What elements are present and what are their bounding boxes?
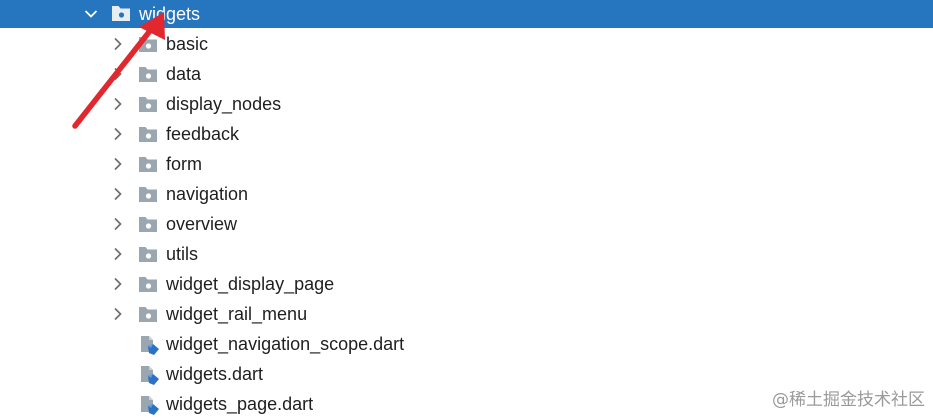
tree-row-basic[interactable]: basic — [0, 29, 933, 59]
tree-row-form[interactable]: form — [0, 149, 933, 179]
tree-row-label: widget_display_page — [166, 274, 335, 294]
folder-icon — [138, 155, 158, 173]
folder-icon — [111, 4, 131, 22]
chevron-down-icon[interactable] — [81, 4, 101, 24]
chevron-right-icon[interactable] — [108, 274, 128, 294]
folder-icon — [138, 305, 158, 323]
tree-row-label: utils — [166, 244, 199, 264]
tree-row-label: feedback — [166, 124, 240, 144]
tree-row-label: basic — [166, 34, 209, 54]
tree-row-widgets-dart[interactable]: widgets.dart — [0, 359, 933, 389]
dart-file-icon — [139, 365, 159, 385]
folder-icon — [138, 215, 158, 233]
tree-row-data[interactable]: data — [0, 59, 933, 89]
chevron-right-icon[interactable] — [108, 154, 128, 174]
tree-row-widgets-page-dart[interactable]: widgets_page.dart — [0, 389, 933, 419]
folder-icon — [138, 185, 158, 203]
tree-row-label: display_nodes — [166, 94, 282, 114]
tree-row-widgets[interactable]: widgets — [0, 0, 933, 28]
chevron-right-icon[interactable] — [108, 184, 128, 204]
tree-row-label: form — [166, 154, 202, 174]
tree-row-widget-navigation-scope-dart[interactable]: widget_navigation_scope.dart — [0, 329, 933, 359]
tree-row-label: widgets — [139, 4, 201, 24]
folder-icon — [138, 125, 158, 143]
tree-row-label: overview — [166, 214, 238, 234]
tree-row-label: data — [166, 64, 202, 84]
tree-row-label: widgets_page.dart — [166, 394, 314, 414]
chevron-right-icon[interactable] — [108, 64, 128, 84]
tree-row-label: widget_rail_menu — [166, 304, 308, 324]
chevron-right-icon[interactable] — [108, 304, 128, 324]
chevron-right-icon[interactable] — [108, 94, 128, 114]
dart-file-icon — [139, 335, 159, 355]
chevron-right-icon[interactable] — [108, 244, 128, 264]
folder-icon — [138, 95, 158, 113]
tree-row-label: widgets.dart — [166, 364, 264, 384]
folder-icon — [138, 35, 158, 53]
chevron-right-icon[interactable] — [108, 124, 128, 144]
tree-row-label: navigation — [166, 184, 249, 204]
chevron-right-icon[interactable] — [108, 34, 128, 54]
tree-row-feedback[interactable]: feedback — [0, 119, 933, 149]
folder-icon — [138, 275, 158, 293]
tree-row-navigation[interactable]: navigation — [0, 179, 933, 209]
tree-row-widget-rail-menu[interactable]: widget_rail_menu — [0, 299, 933, 329]
tree-row-display-nodes[interactable]: display_nodes — [0, 89, 933, 119]
tree-row-widget-display-page[interactable]: widget_display_page — [0, 269, 933, 299]
folder-icon — [138, 65, 158, 83]
watermark-text: @稀土掘金技术社区 — [772, 390, 925, 410]
folder-icon — [138, 245, 158, 263]
tree-row-label: widget_navigation_scope.dart — [166, 334, 405, 354]
tree-row-utils[interactable]: utils — [0, 239, 933, 269]
chevron-right-icon[interactable] — [108, 214, 128, 234]
tree-row-overview[interactable]: overview — [0, 209, 933, 239]
dart-file-icon — [139, 395, 159, 415]
